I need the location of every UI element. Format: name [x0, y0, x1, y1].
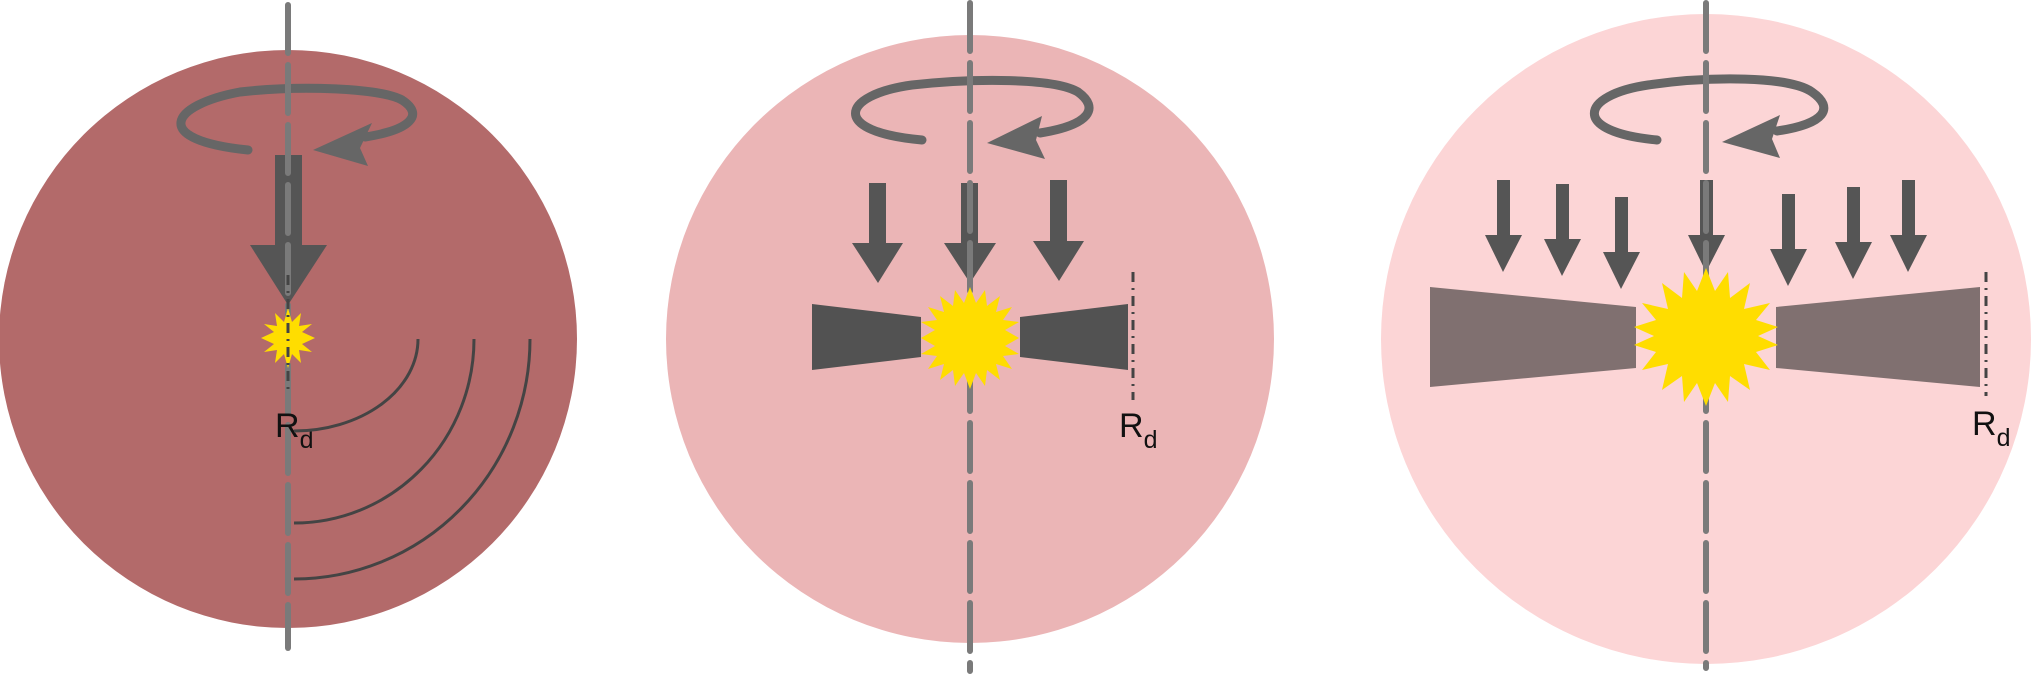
panel-3: Rd — [1381, 0, 2031, 671]
panel-1: Rd — [0, 2, 577, 651]
disk-left — [812, 304, 921, 370]
protostar-3 — [1634, 268, 1778, 406]
panel-2: Rd — [666, 0, 1274, 674]
radius-label-2: R — [1119, 407, 1144, 445]
infall-arrow — [1890, 180, 1927, 272]
arc-inner — [293, 338, 420, 433]
svg-text:Rd: Rd — [275, 407, 313, 454]
radius-label-1: R — [275, 407, 300, 445]
disk-right — [1776, 287, 1980, 387]
radius-subscript-1: d — [300, 426, 314, 454]
radius-label-3: R — [1972, 405, 1997, 443]
protostar-2 — [921, 287, 1019, 389]
infall-arrow — [1033, 180, 1084, 281]
svg-text:Rd: Rd — [1972, 405, 2010, 452]
infall-arrows-3 — [1485, 180, 1927, 289]
infall-arrow — [1603, 197, 1640, 289]
infall-arrow — [1835, 187, 1872, 279]
infall-arrow — [852, 183, 903, 283]
arc-middle — [293, 338, 476, 525]
disk-left — [1430, 287, 1636, 387]
rotation-arrow-icon — [851, 75, 1094, 159]
radius-subscript-2: d — [1144, 426, 1158, 454]
radius-subscript-3: d — [1997, 424, 2011, 452]
infall-arrow — [1770, 194, 1807, 286]
infall-arrow — [1544, 184, 1581, 276]
arc-outer — [293, 338, 532, 581]
disk-right — [1020, 304, 1128, 370]
protostar-1 — [261, 308, 315, 368]
infall-arrow — [1485, 180, 1522, 272]
expansion-arcs — [293, 338, 532, 581]
svg-text:Rd: Rd — [1119, 407, 1157, 454]
rotation-arrow-icon — [176, 83, 418, 166]
rotation-arrow-icon — [1589, 74, 1829, 158]
